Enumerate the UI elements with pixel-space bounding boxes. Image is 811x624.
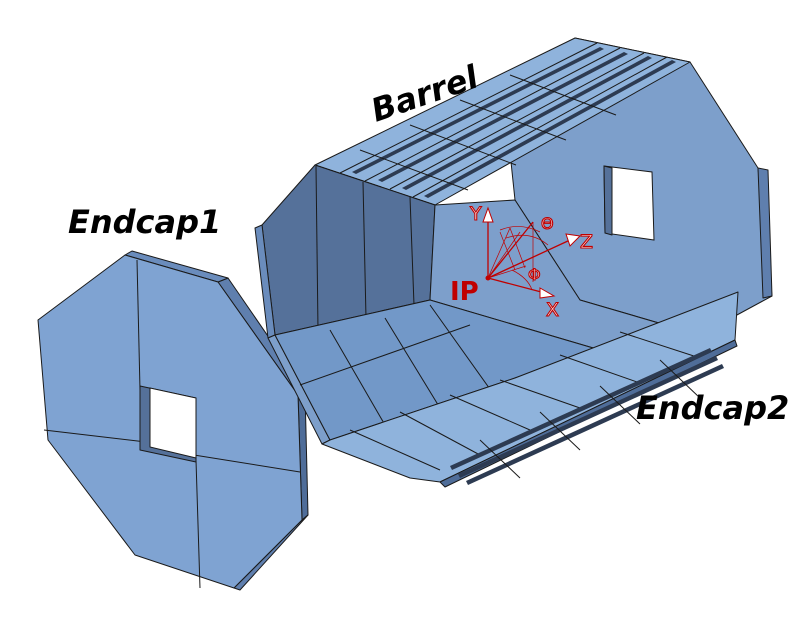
roof-strip [424, 60, 676, 198]
bottom-strip [466, 364, 724, 485]
roof-seam [364, 47, 621, 182]
construction-line [509, 227, 526, 269]
bottom-seam [349, 429, 441, 471]
wall-seam [315, 165, 319, 331]
theta-arc [499, 226, 541, 233]
barrel [254, 37, 773, 488]
roof-cross-seam [359, 149, 469, 191]
bottom-cross-seam [599, 385, 641, 425]
endcap1-hole [149, 387, 197, 459]
endcap1-label: Endcap1 [68, 203, 221, 241]
endcap1-seam-bottom [195, 459, 201, 589]
bottom-cross-seam [479, 439, 521, 479]
ip-label: IP [450, 277, 479, 307]
z-axis-arrow [565, 233, 582, 247]
phi-label: Φ [528, 265, 541, 284]
bottom-strip [458, 356, 718, 478]
bottom-seam [499, 379, 581, 409]
construction-line [499, 231, 516, 271]
floor-seam [429, 304, 493, 393]
y-axis-arrow [482, 206, 494, 223]
bottom-seam [619, 331, 701, 359]
x-axis-label: X [546, 299, 559, 321]
coordinate-system: Y Z X Θ Φ IP [450, 202, 594, 321]
floor-seam [299, 324, 471, 386]
construction-line [487, 265, 527, 279]
floor-seam [384, 317, 441, 409]
endcap2-label: Endcap2 [636, 389, 789, 427]
bottom-seam [449, 394, 531, 431]
roof-strip [378, 52, 628, 182]
endcap1-seam-left [43, 429, 147, 443]
barrel-bottom-face [321, 291, 739, 483]
bottom-cross-seam [659, 359, 701, 399]
wall-seam [362, 181, 367, 319]
x-axis-arrow [539, 287, 556, 299]
wall-seam [409, 196, 415, 306]
z-axis [487, 239, 571, 279]
roof-cross-seam [409, 124, 517, 166]
theta-label: Θ [541, 214, 554, 233]
floor-seam [329, 329, 386, 426]
bottom-strip [450, 348, 712, 470]
endcap1-disk [37, 250, 309, 591]
roof-seam [339, 42, 598, 174]
roof-strip [402, 56, 652, 190]
direction-vector [487, 221, 534, 279]
y-axis-label: Y [469, 203, 482, 225]
x-axis [487, 277, 546, 294]
z-axis-label: Z [580, 231, 593, 253]
bottom-seam [399, 411, 481, 456]
barrel-back-rim [757, 167, 773, 299]
barrel-back-window-rim [603, 165, 613, 236]
origin-point [485, 275, 491, 281]
bottom-cross-seam [539, 411, 581, 451]
endcap1-seam-top [136, 259, 141, 391]
construction-line [487, 227, 511, 279]
roof-seam [412, 56, 668, 198]
theta-arc [505, 234, 549, 246]
roof-strip [352, 47, 604, 174]
roof-cross-seam [509, 74, 617, 116]
bottom-seam [559, 354, 641, 384]
phi-arc [511, 269, 533, 291]
roof-cross-seam [459, 99, 567, 141]
endcap1-seam-right [193, 454, 301, 473]
